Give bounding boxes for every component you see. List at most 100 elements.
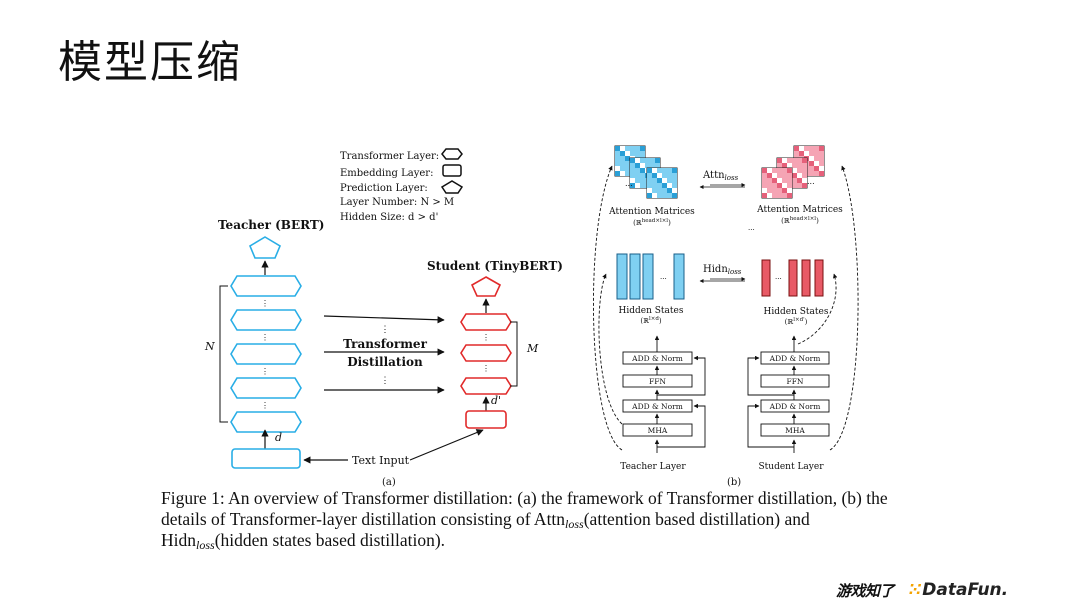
student-attention-matrix-cell (792, 158, 797, 163)
teacher-attention-matrix-cell (635, 173, 640, 178)
youxi-zhiliao-logo: 游戏知了 (836, 581, 895, 600)
teacher-attention-matrix-cell (645, 158, 650, 163)
teacher-attention-matrix-cell (655, 163, 660, 168)
teacher-attention-matrix-cell (615, 151, 620, 156)
student-attention-matrix-cell (777, 163, 782, 168)
student-residual-1 (747, 403, 794, 448)
student-attention-matrix-cell (819, 151, 824, 156)
student-attention-matrix-cell (767, 188, 772, 193)
student-attention-matrix-cell (814, 166, 819, 171)
caption-sub-2: loss (196, 538, 215, 552)
teacher-attention-matrix-cell (615, 156, 620, 161)
student-hidden-bar-1 (761, 259, 771, 297)
student-attention-matrix-cell (782, 173, 787, 178)
distill-vdots-bottom: ⋮ (381, 376, 390, 386)
student-attention-matrix-cell (787, 188, 792, 193)
attn-loss: Attnloss (699, 170, 746, 189)
teacher-attention-matrix-cell (615, 146, 620, 151)
panel-a-sub-label: (a) (382, 477, 396, 488)
student-addnorm-2-box (760, 351, 830, 365)
teacher-attention-matrix-cell (635, 151, 640, 156)
teacher-hidden-bar-2 (629, 253, 641, 300)
teacher-attention-matrix-cell (662, 168, 667, 173)
student-attention-matrix-cell (819, 171, 824, 176)
student-attention-matrix-cell (809, 151, 814, 156)
attn-loss-label: Attnloss (702, 170, 739, 182)
teacher-residual-1 (657, 403, 706, 448)
teacher-vdots-3: ⋮ (261, 367, 269, 376)
teacher-attention-matrix-cell (640, 183, 645, 188)
student-attention-matrix-cell (772, 188, 777, 193)
student-attention-matrix-cell (777, 158, 782, 163)
student-m-bracket (510, 321, 518, 387)
student-label: Student (TinyBERT) (427, 259, 563, 273)
teacher-addnorm-1-box (622, 399, 693, 413)
attn-dots-middle: ... (748, 224, 755, 232)
teacher-attention-matrix-cell (672, 173, 677, 178)
attention-matrices-student-label: Attention Matrices (756, 205, 843, 215)
panel-b-sub-label: (b) (727, 477, 741, 488)
student-attention-matrix-cell (809, 171, 814, 176)
teacher-layer-label: Teacher Layer (620, 462, 686, 472)
datafun-logo: ⁙DataFun. (908, 580, 1009, 600)
student-attention-matrix-cell (794, 146, 799, 151)
attention-matrices-student (761, 145, 825, 199)
student-attention-matrix-cell (762, 183, 767, 188)
student-addnorm-1-label: ADD & Norm (769, 402, 821, 411)
teacher-attention-matrix-cell (625, 166, 630, 171)
teacher-residual-2 (657, 355, 706, 396)
distill-label-line2: Distillation (347, 355, 423, 369)
student-attention-matrix-cell (802, 158, 807, 163)
student-layer-2 (460, 344, 512, 362)
teacher-ffn-label: FFN (649, 377, 666, 386)
student-ffn-label: FFN (787, 377, 804, 386)
teacher-hidden-dots: ... (660, 273, 667, 281)
hidden-states-student: ... (761, 259, 824, 297)
page-title: 模型压缩 (58, 37, 242, 88)
hidn-loss: Hidnloss (699, 264, 746, 283)
teacher-attention-matrix-cell (667, 188, 672, 193)
student-layer-label: Student Layer (759, 462, 825, 472)
figure-caption: Figure 1: An overview of Transformer dis… (161, 488, 921, 551)
teacher-attention-matrix-cell (640, 146, 645, 151)
student-attention-matrix-cell (762, 178, 767, 183)
student-attention-matrix-cell (797, 183, 802, 188)
teacher-attention-matrix-cell (620, 166, 625, 171)
teacher-mha-label: MHA (648, 426, 668, 435)
student-mha-box (760, 423, 830, 437)
teacher-attention-matrix-cell (625, 146, 630, 151)
student-model: Student (TinyBERT) ⋮ ⋮ d' M (427, 259, 563, 429)
teacher-vdots-2: ⋮ (261, 333, 269, 342)
teacher-attention-matrix-cell (672, 168, 677, 173)
teacher-attention-matrix-cell (647, 193, 652, 198)
teacher-attention-matrix-cell (640, 173, 645, 178)
distill-arrow-top (323, 315, 445, 324)
student-attention-matrix-cell (777, 173, 782, 178)
attention-matrices-teacher-label: Attention Matrices (608, 207, 695, 217)
teacher-layer-2 (230, 309, 302, 331)
teacher-attention-matrix-cell (625, 156, 630, 161)
student-attention-matrix-cell (819, 166, 824, 171)
teacher-attention-matrix-cell (657, 173, 662, 178)
teacher-attention-matrix-cell (667, 168, 672, 173)
hidden-dim-student: (ℝl×d') (785, 317, 808, 326)
student-attention-matrix-cell (804, 151, 809, 156)
hidden-states-teacher: ... (616, 253, 685, 300)
legend-embedding-shape (442, 164, 462, 177)
teacher-vdots-4: ⋮ (261, 401, 269, 410)
teacher-addnorm-2-box (622, 351, 693, 365)
teacher-attention-matrix-cell (630, 151, 635, 156)
student-attention-matrix-cell (762, 193, 767, 198)
student-attention-matrix-cell (787, 183, 792, 188)
teacher-attention-matrix-cell (652, 178, 657, 183)
student-attention-matrix-cell (804, 146, 809, 151)
student-attention-matrix-cell (777, 183, 782, 188)
teacher-attention-matrix-cell (640, 151, 645, 156)
teacher-attention-matrix-cell (647, 178, 652, 183)
teacher-attention-matrix-cell (625, 161, 630, 166)
teacher-attention-matrix-cell (647, 183, 652, 188)
attn-dots-student: ... (807, 177, 815, 186)
teacher-attention-matrix-cell (635, 183, 640, 188)
student-attention-matrix-cell (802, 183, 807, 188)
student-addnorm-1-box (760, 399, 830, 413)
